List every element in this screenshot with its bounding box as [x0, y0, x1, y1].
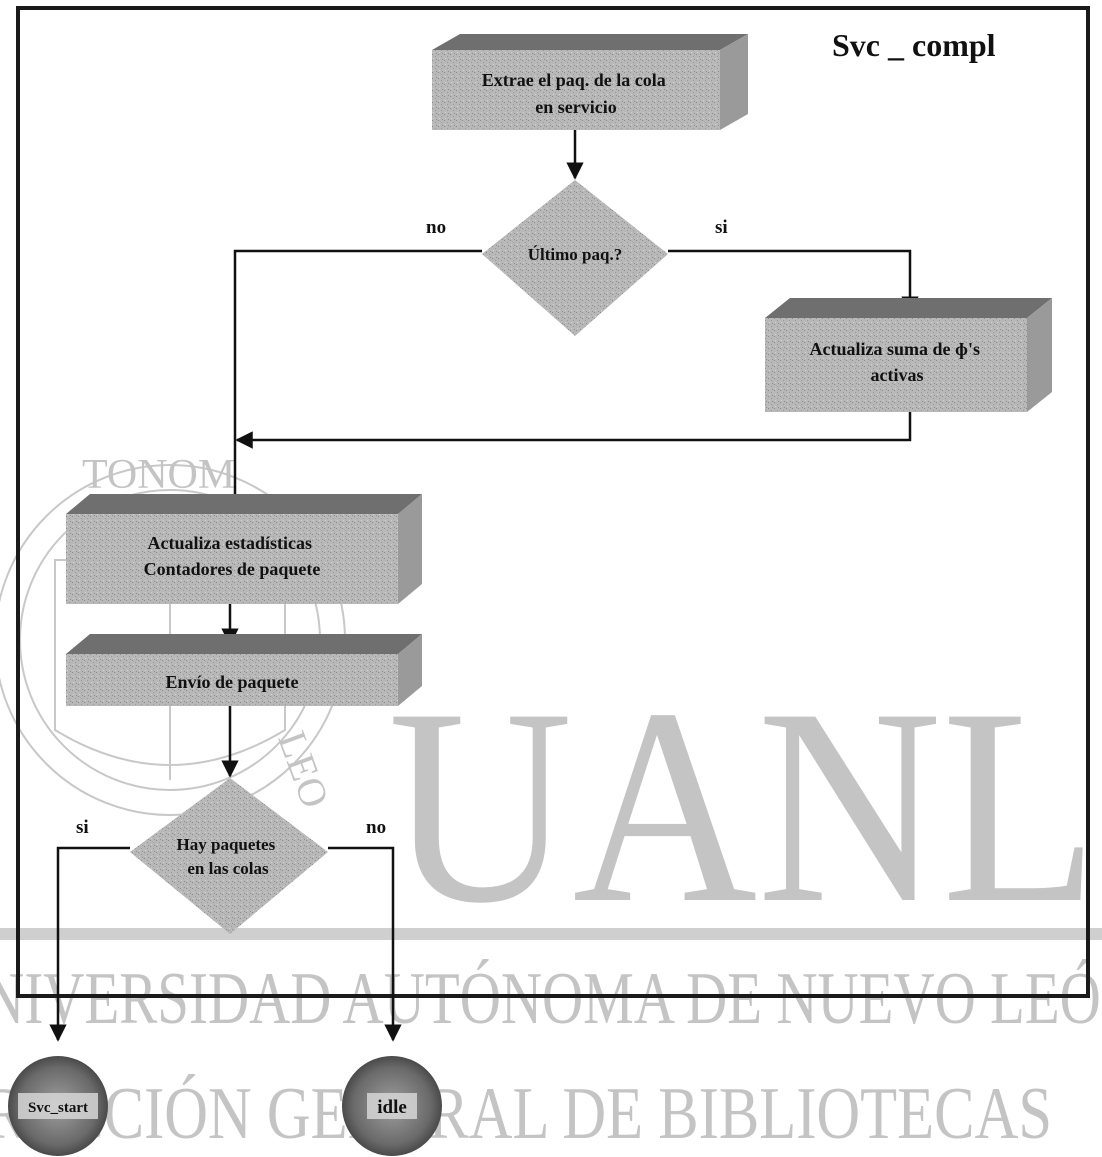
arrow-no-to-idle	[328, 846, 402, 1042]
watermark-uanl: UANL	[388, 650, 1098, 961]
watermark-rule	[0, 928, 1102, 940]
terminal-svc-start-label: Svc_start	[28, 1100, 88, 1116]
decision-last-packet-label: Último paq.?	[528, 245, 622, 264]
terminal-svc-start: Svc_start	[8, 1056, 108, 1156]
connectors	[49, 130, 919, 1042]
watermark: TONOM LEO UANL UNIVERSIDAD AUTÓNOMA DE N…	[0, 452, 1102, 1155]
process-extract-label: Extrae el paq. de la cola en servicio	[482, 70, 670, 117]
seal-top-text: TONOM	[82, 452, 235, 498]
branch-label-si-queues: si	[76, 817, 89, 838]
decision-queues-label: Hay paquetes en las colas	[177, 835, 280, 878]
arrow-no-to-stats	[226, 249, 482, 514]
process-send-packet-label: Envío de paquete	[165, 672, 298, 692]
process-update-stats-label: Actualiza estadísticas Contadores de paq…	[144, 533, 321, 579]
arrow-yes-to-svc-start	[49, 846, 130, 1042]
branch-label-no-queues: no	[366, 817, 386, 838]
decision-last-packet: Último paq.?	[482, 180, 668, 336]
diagram-title: Svc _ compl	[832, 27, 996, 63]
process-update-stats: Actualiza estadísticas Contadores de paq…	[66, 494, 422, 604]
diagram-frame	[16, 6, 1090, 998]
branch-label-no: no	[426, 217, 446, 238]
terminal-idle: idle	[342, 1056, 442, 1156]
process-extract-packet: Extrae el paq. de la cola en servicio	[432, 34, 748, 130]
decision-queues: Hay paquetes en las colas	[130, 778, 328, 934]
arrow-yes-to-sum	[668, 249, 919, 314]
watermark-university-line: UNIVERSIDAD AUTÓNOMA DE NUEVO LEÓN	[0, 958, 1102, 1040]
watermark-library-line: DIRECCIÓN GENERAL DE BIBLIOTECAS	[0, 1073, 1052, 1155]
seal-right-text: LEO	[269, 725, 338, 813]
process-update-sum-label: Actualiza suma de ɸ's activas	[810, 339, 985, 385]
arrow-sum-to-merge	[235, 412, 912, 449]
process-send-packet: Envío de paquete	[66, 634, 422, 706]
branch-label-si: si	[715, 217, 728, 238]
terminal-idle-label: idle	[377, 1097, 407, 1118]
process-update-sum: Actualiza suma de ɸ's activas	[765, 298, 1052, 412]
